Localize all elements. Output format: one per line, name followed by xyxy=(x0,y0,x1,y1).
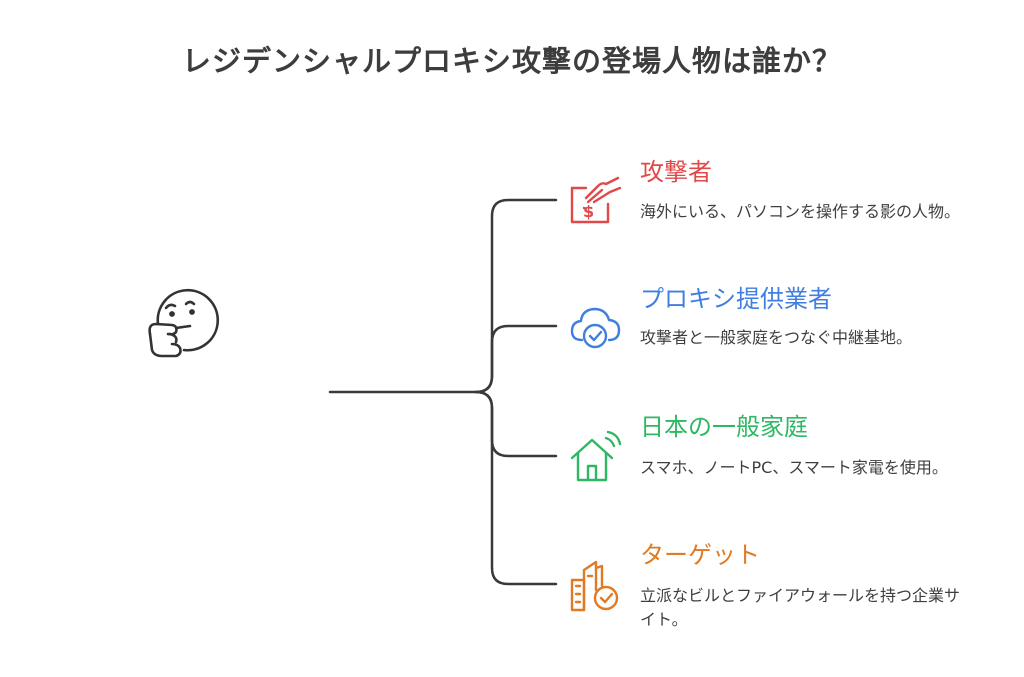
item-desc-household: スマホ、ノートPC、スマート家電を使用。 xyxy=(640,458,948,477)
smart-home-icon xyxy=(570,430,622,482)
item-title-proxy-provider: プロキシ提供業者 xyxy=(640,285,832,313)
thinking-face-icon xyxy=(148,288,220,358)
branch-1 xyxy=(474,198,558,394)
item-desc-target: 立派なビルとファイアウォールを持つ企業サイト。 xyxy=(640,586,961,629)
branch-2 xyxy=(474,324,558,394)
branch-3 xyxy=(474,390,558,458)
svg-text:$: $ xyxy=(583,202,594,221)
page-title: レジデンシャルプロキシ攻撃の登場人物は誰か？ xyxy=(181,44,842,78)
item-desc-attacker: 海外にいる、パソコンを操作する影の人物。 xyxy=(640,202,961,221)
money-theft-icon: $ xyxy=(570,176,622,224)
branch-4 xyxy=(474,390,558,586)
item-title-household: 日本の一般家庭 xyxy=(640,413,808,441)
item-title-target: ターゲット xyxy=(640,541,760,569)
item-title-attacker: 攻撃者 xyxy=(640,158,712,186)
item-desc-proxy-provider: 攻撃者と一般家庭をつなぐ中継基地。 xyxy=(640,328,913,347)
building-check-icon xyxy=(570,560,619,612)
cloud-check-icon xyxy=(570,307,621,349)
